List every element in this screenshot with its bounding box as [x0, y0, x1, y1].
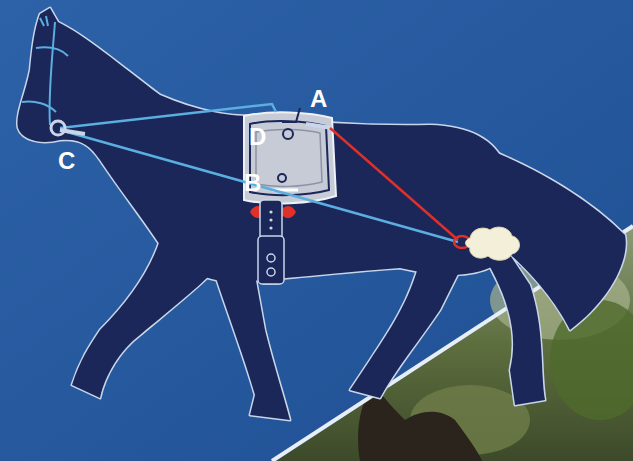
horse-leg-outline: [72, 240, 210, 398]
horse-silhouette: [17, 8, 625, 420]
roller-strap: [306, 124, 332, 128]
part-letter: B: [244, 170, 261, 196]
rein-back-line: [330, 128, 458, 240]
part-letter: D: [249, 124, 266, 150]
attachment-clip: [282, 108, 300, 122]
bit-ring: [51, 121, 65, 135]
saddle-pad-trim: [250, 121, 329, 195]
horse-leg-outline: [350, 260, 460, 398]
bridle-browband: [36, 47, 68, 56]
girth-ring: [267, 254, 275, 262]
horse-leg-outline: [215, 275, 290, 420]
saddle-pad: [244, 112, 336, 203]
part-letter: A: [310, 86, 327, 112]
attachment-ring: [278, 174, 286, 182]
sheepskin-tail-guard: [466, 227, 520, 260]
horse-leg: [215, 275, 290, 420]
girth-hole: [269, 218, 272, 221]
girth-ring: [267, 268, 275, 276]
bridle-ear: [40, 16, 48, 26]
horse-outline: [17, 8, 625, 420]
horse-leg: [350, 260, 460, 398]
horse-leg: [480, 240, 545, 405]
part-letter: C: [58, 148, 75, 174]
girth-hole: [269, 210, 272, 213]
upper-line: [60, 104, 276, 128]
girth-buckle-panel: [258, 236, 284, 284]
girth-holes: [269, 210, 272, 229]
girth-hole: [269, 226, 272, 229]
bridle-noseband: [22, 101, 56, 112]
horse-leg: [72, 240, 210, 398]
bridle: [22, 16, 68, 125]
attachment-ring: [283, 129, 293, 139]
